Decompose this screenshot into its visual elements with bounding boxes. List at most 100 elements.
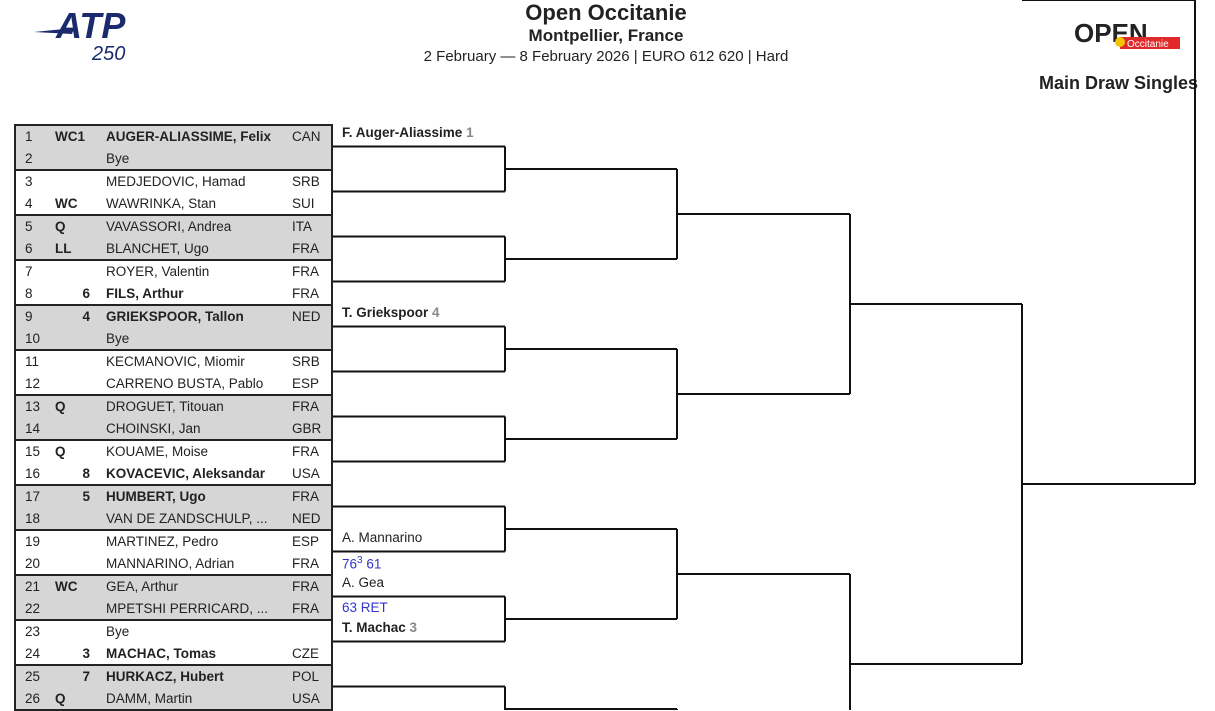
tournament-location: Montpellier, France (528, 26, 684, 45)
atp-logo-text: ATP (55, 6, 126, 46)
player-name[interactable]: HURKACZ, Hubert (106, 669, 224, 684)
player-name[interactable]: WAWRINKA, Stan (106, 195, 217, 211)
player-name[interactable]: KOVACEVIC, Aleksandar (106, 465, 266, 481)
country-code: CZE (292, 645, 319, 661)
draw-type-heading: Main Draw Singles (1038, 73, 1198, 93)
player-name[interactable]: CARRENO BUSTA, Pablo (106, 375, 264, 391)
draw-position: 12 (25, 375, 41, 391)
player-name[interactable]: MACHAC, Tomas (106, 645, 217, 661)
round2-player[interactable]: A. Mannarino (342, 530, 422, 545)
draw-position: 6 (25, 240, 33, 256)
player-name[interactable]: HUMBERT, Ugo (106, 489, 206, 504)
round2-player[interactable]: A. Gea (342, 575, 384, 590)
player-name[interactable]: KECMANOVIC, Miomir (106, 354, 245, 369)
country-code: FRA (292, 600, 319, 616)
country-code: ITA (292, 219, 312, 234)
player-name[interactable]: MEDJEDOVIC, Hamad (106, 174, 246, 189)
player-name[interactable]: ROYER, Valentin (106, 264, 210, 279)
player-name[interactable]: BLANCHET, Ugo (106, 240, 209, 256)
player-name[interactable]: MARTINEZ, Pedro (106, 534, 219, 549)
table-row[interactable]: 24 3 MACHAC, Tomas CZE (16, 643, 331, 665)
draw-position: 20 (25, 555, 41, 571)
seed: 4 (82, 309, 90, 324)
player-name[interactable]: VAVASSORI, Andrea (106, 219, 232, 234)
tournament-title: Open Occitanie (525, 0, 687, 25)
player-name[interactable]: GEA, Arthur (106, 579, 179, 594)
draw-position: 5 (25, 219, 33, 234)
round2-player-name: T. Griekspoor (342, 304, 429, 320)
player-name[interactable]: GRIEKSPOOR, Tallon (106, 309, 244, 324)
country-code: FRA (292, 285, 319, 301)
player-name[interactable]: KOUAME, Moise (106, 444, 209, 459)
entry-status: Q (55, 399, 66, 414)
score-main: 63 RET (342, 599, 388, 615)
player-name[interactable]: FILS, Arthur (106, 285, 184, 301)
player-name[interactable]: DROGUET, Titouan (106, 399, 224, 414)
country-code: FRA (292, 555, 319, 571)
country-code: SUI (292, 195, 315, 211)
match-score: 63 RET (342, 600, 388, 615)
seed: 6 (82, 285, 90, 301)
player-name[interactable]: Bye (106, 624, 130, 639)
score-rest: 61 (362, 556, 382, 571)
country-code: NED (292, 510, 321, 526)
player-name[interactable]: MPETSHI PERRICARD, ... (106, 600, 269, 616)
player-name[interactable]: AUGER-ALIASSIME, Felix (106, 129, 272, 144)
table-row[interactable]: 20 MANNARINO, Adrian FRA (16, 553, 331, 575)
player-name[interactable]: DAMM, Martin (106, 690, 193, 706)
draw-match-box: 23 Bye 24 3 MACHAC, Tomas CZE (16, 621, 331, 666)
player-name[interactable]: Bye (106, 150, 130, 166)
country-code: FRA (292, 264, 319, 279)
draw-position: 23 (25, 624, 41, 639)
player-name[interactable]: Bye (106, 330, 130, 346)
table-row[interactable]: 23 Bye (16, 621, 331, 643)
country-code: FRA (292, 489, 319, 504)
round2-player[interactable]: T. Machac 3 (342, 620, 417, 635)
draw-position: 24 (25, 645, 41, 661)
draw-position: 19 (25, 534, 41, 549)
draw-position: 14 (25, 420, 41, 436)
table-row[interactable]: 5 Q VAVASSORI, Andrea ITA (16, 216, 331, 238)
player-name[interactable]: MANNARINO, Adrian (106, 555, 235, 571)
country-code: ESP (292, 375, 320, 391)
draw-position: 15 (25, 444, 41, 459)
entry-status: Q (55, 444, 66, 459)
seed: 3 (82, 645, 90, 661)
player-name[interactable]: VAN DE ZANDSCHULP, ... (106, 510, 268, 526)
entry-status: Q (55, 219, 66, 234)
entry-status: LL (55, 240, 72, 256)
seed: 8 (82, 465, 90, 481)
round2-player[interactable]: T. Griekspoor 4 (342, 305, 440, 320)
table-row[interactable]: 12 CARRENO BUSTA, Pablo ESP (16, 373, 331, 395)
player-name[interactable]: CHOINSKI, Jan (106, 420, 201, 436)
country-code: USA (292, 465, 320, 481)
round2-player[interactable]: F. Auger-Aliassime 1 (342, 125, 474, 140)
